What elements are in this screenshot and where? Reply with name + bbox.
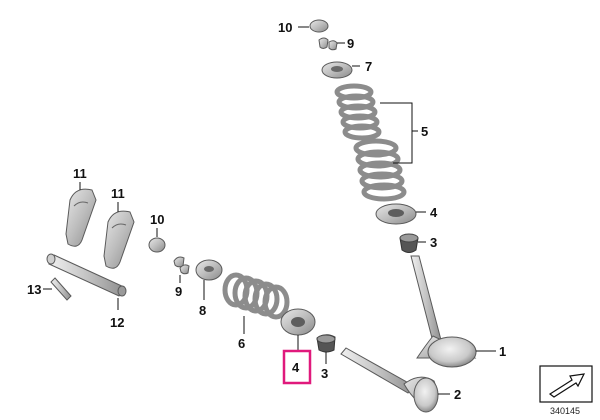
spring-seat-washer-right[interactable]: [375, 203, 417, 225]
callout-4-highlighted: 4: [292, 360, 300, 375]
valve-2[interactable]: [340, 347, 439, 413]
rocker-arm-left[interactable]: [65, 188, 97, 247]
callout-11-left: 11: [73, 166, 87, 181]
callout-2: 2: [454, 387, 461, 402]
callout-3-right: 3: [430, 235, 437, 250]
valve-stem-seal-right[interactable]: [399, 233, 419, 253]
valve-keepers-top[interactable]: [318, 37, 338, 51]
valve-spring-mid[interactable]: [222, 272, 290, 320]
valve-cap-mid[interactable]: [148, 237, 166, 253]
spring-seat-washer-highlighted[interactable]: [280, 308, 316, 336]
highlight-box[interactable]: [282, 349, 312, 385]
direction-arrow-icon: [539, 365, 593, 403]
callout-12: 12: [110, 315, 124, 330]
callout-3-low: 3: [321, 366, 328, 381]
valve-1[interactable]: [410, 255, 477, 368]
callout-4-right: 4: [430, 205, 438, 220]
callout-10-mid: 10: [150, 212, 164, 227]
locating-pin[interactable]: [50, 277, 72, 301]
inner-spring-top: [353, 138, 407, 202]
rocker-shaft[interactable]: [46, 253, 127, 297]
callout-13: 13: [27, 282, 41, 297]
callout-11-right: 11: [111, 186, 125, 201]
callout-5: 5: [421, 124, 428, 139]
valve-keepers-mid[interactable]: [173, 256, 190, 275]
callout-1: 1: [499, 344, 506, 359]
rocker-arm-right[interactable]: [103, 210, 135, 269]
callout-7: 7: [365, 59, 372, 74]
spring-retainer-mid[interactable]: [195, 259, 223, 281]
valve-cap-top[interactable]: [309, 19, 329, 33]
outer-spring-top: [334, 83, 382, 141]
callout-9-top: 9: [347, 36, 354, 51]
spring-retainer-top[interactable]: [321, 61, 353, 79]
callout-10-top: 10: [278, 20, 292, 35]
callout-6: 6: [238, 336, 245, 351]
valve-stem-seal-low[interactable]: [316, 334, 336, 353]
callout-8: 8: [199, 303, 206, 318]
reference-number: 340145: [550, 406, 580, 416]
valve-springs-top[interactable]: [334, 83, 407, 202]
callout-9-mid: 9: [175, 284, 182, 299]
